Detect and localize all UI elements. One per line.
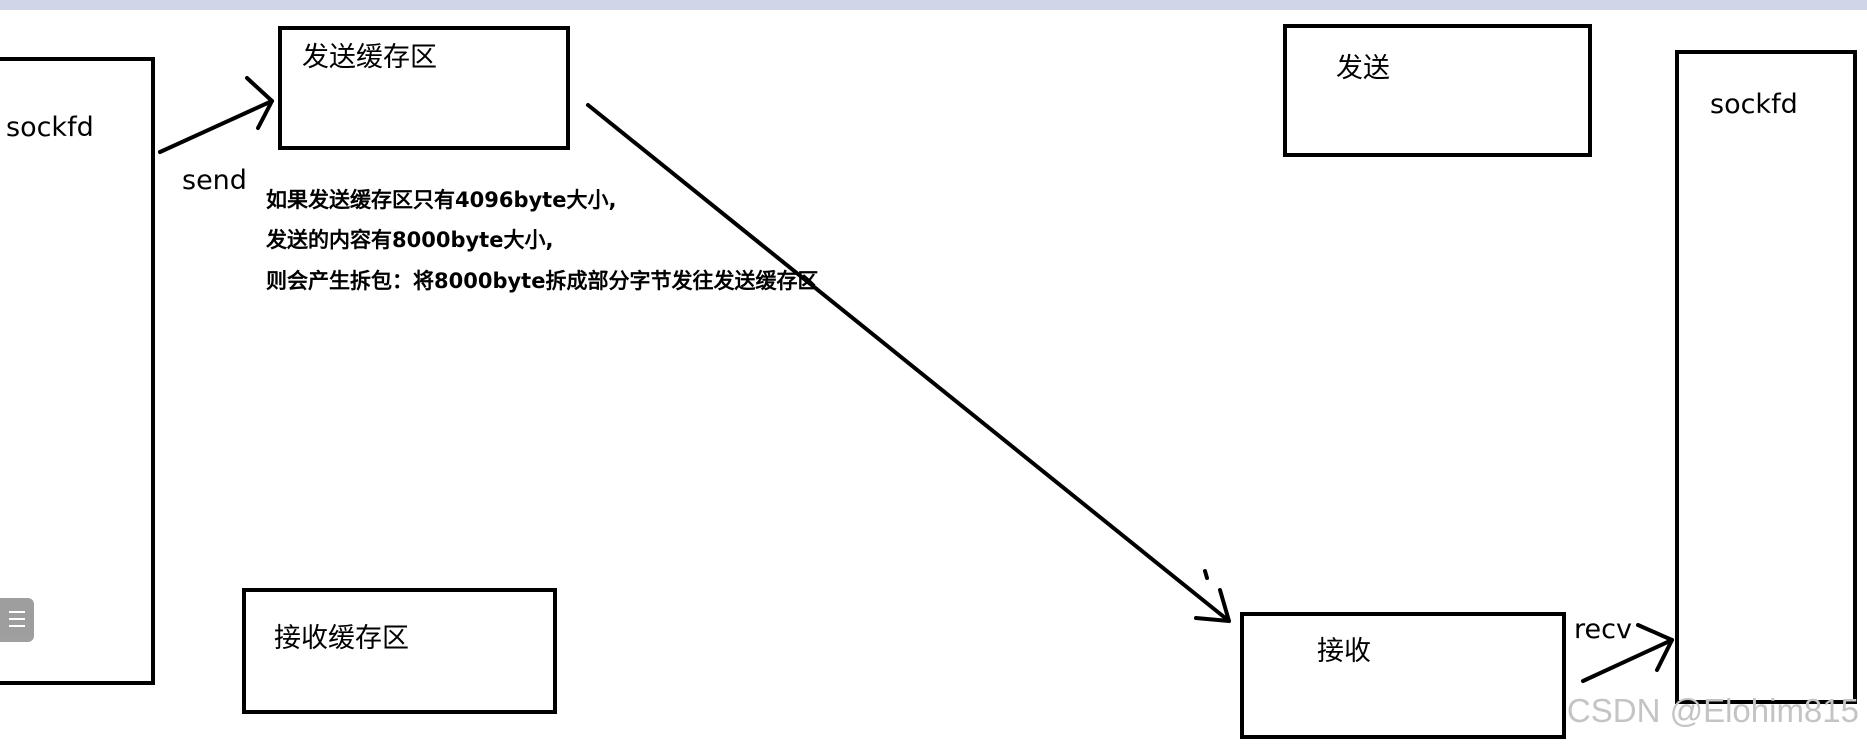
right-send-label: 发送: [1336, 53, 1390, 84]
recv-buffer-label: 接收缓存区: [274, 623, 409, 654]
note-line-3: 则会产生拆包：将8000byte拆成部分字节发往发送缓存区: [266, 269, 819, 293]
send-arrow: [158, 99, 274, 154]
transfer-arrow: [586, 103, 1231, 623]
left-sockfd-label: sockfd: [6, 112, 94, 143]
right-sockfd-label: sockfd: [1710, 89, 1798, 120]
watermark: CSDN @Elohim815: [1566, 692, 1859, 729]
send-buffer-box: [278, 26, 570, 150]
recv-arrow-label: recv: [1574, 614, 1632, 645]
recv-arrow: [1581, 638, 1674, 683]
right-recv-label: 接收: [1317, 636, 1371, 667]
left-sockfd-box: [0, 57, 155, 685]
send-arrow-label: send: [182, 165, 247, 196]
send-arrowhead: [245, 76, 274, 130]
note-line-1: 如果发送缓存区只有4096byte大小,: [266, 188, 617, 212]
right-sockfd-box: [1675, 50, 1857, 704]
note-line-2: 发送的内容有8000byte大小,: [266, 228, 554, 252]
side-menu-button[interactable]: [0, 598, 34, 642]
recv-arrowhead: [1636, 623, 1674, 672]
top-bar: [0, 0, 1867, 10]
right-recv-box: [1240, 612, 1566, 739]
transfer-arrowhead: [1194, 588, 1231, 623]
send-buffer-label: 发送缓存区: [302, 42, 437, 73]
right-send-box: [1283, 24, 1592, 157]
pen-mark: [1203, 569, 1209, 580]
recv-buffer-box: [242, 588, 557, 714]
